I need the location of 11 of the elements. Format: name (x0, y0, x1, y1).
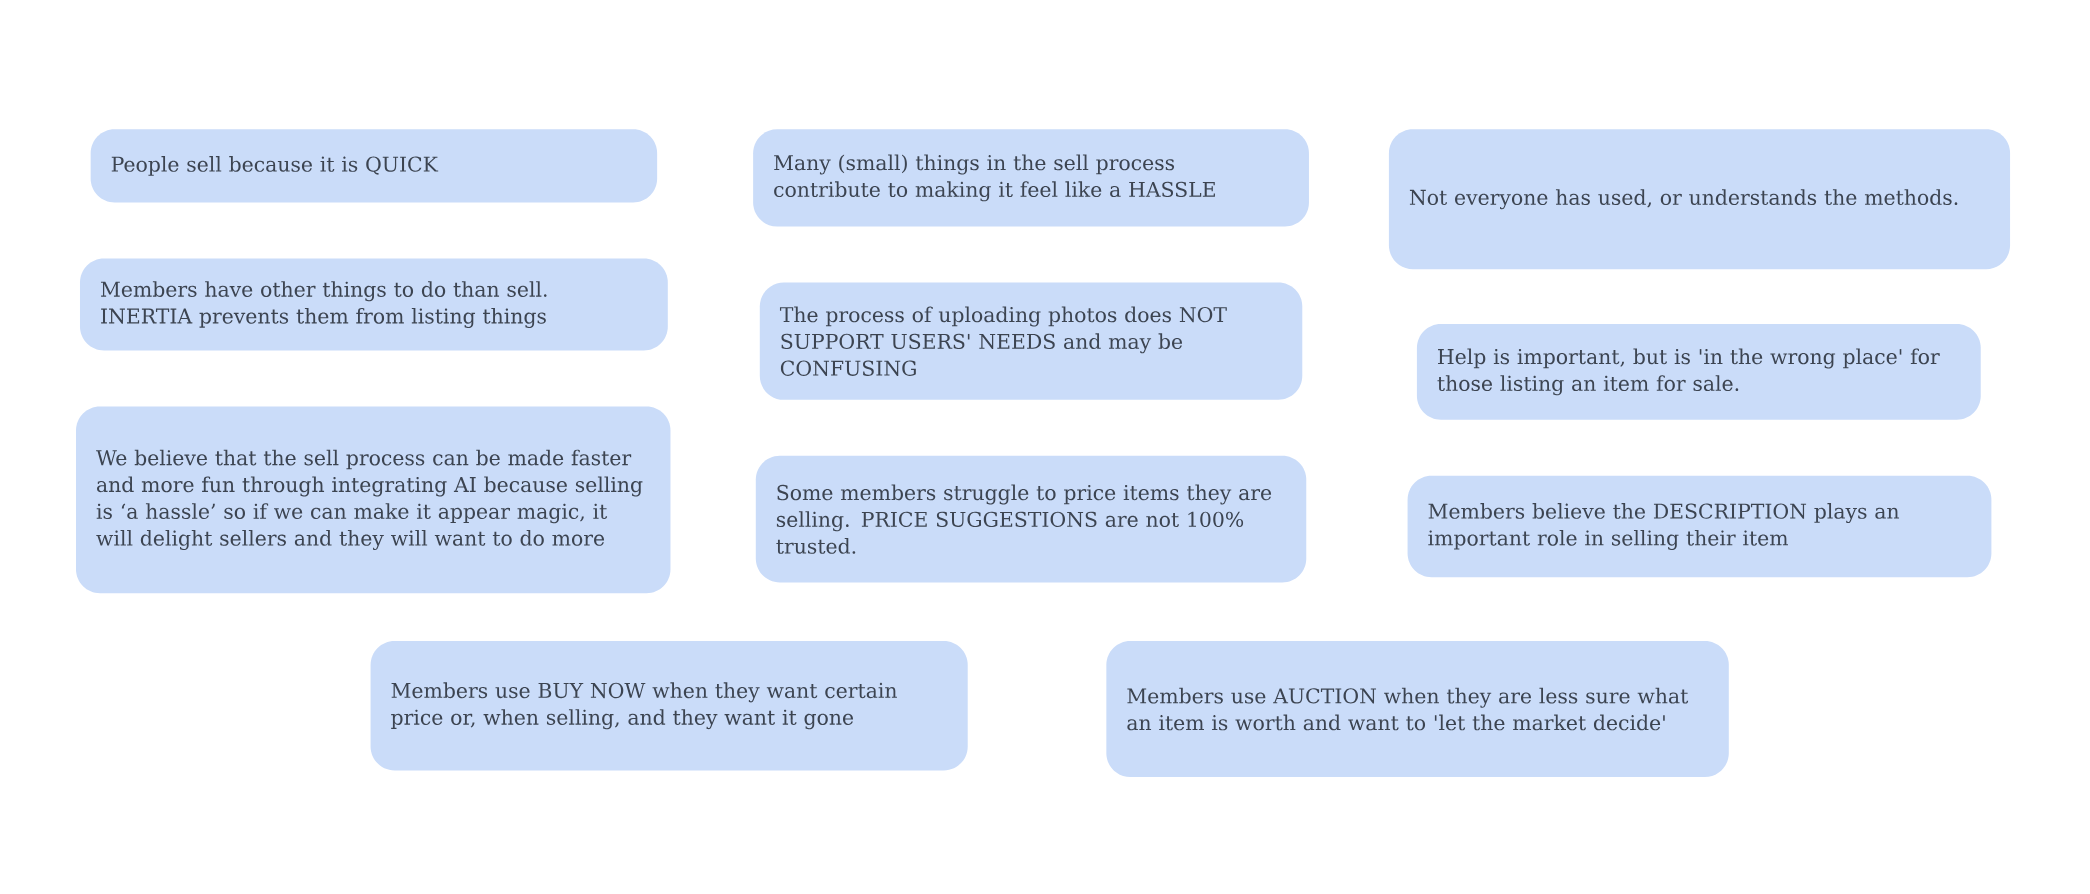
note-box: We believe that the sell process can be made faster and more fun through integrating AI because selling is ‘a hassle’ so if we can make it appear magic, it will delight sellers and they will want to do more (76, 406, 671, 593)
note-box: Some members struggle to price items they are selling. PRICE SUGGESTIONS are not 100% trusted. (755, 455, 1307, 583)
note-box: The process of uploading photos does NOT SUPPORT USERS' NEEDS and may be CONFUSING (759, 282, 1303, 400)
note-box: Help is important, but is 'in the wrong place' for those listing an item for sale. (1416, 323, 1981, 420)
note-box: Members use AUCTION when they are less sure what an item is worth and want to 'let the market decide' (1106, 640, 1729, 777)
note-box: Members use BUY NOW when they want certain price or, when selling, and they want it gone (370, 640, 968, 771)
note-box: Members believe the DESCRIPTION plays an important role in selling their item (1407, 475, 1992, 577)
note-box: Not everyone has used, or understands the methods. (1388, 129, 2011, 270)
note-box: Members have other things to do than sell. INERTIA prevents them from listing things (80, 258, 668, 351)
note-box: People sell because it is QUICK (90, 129, 658, 203)
note-box: Many (small) things in the sell process contribute to making it feel like a HASSLE (753, 129, 1309, 227)
